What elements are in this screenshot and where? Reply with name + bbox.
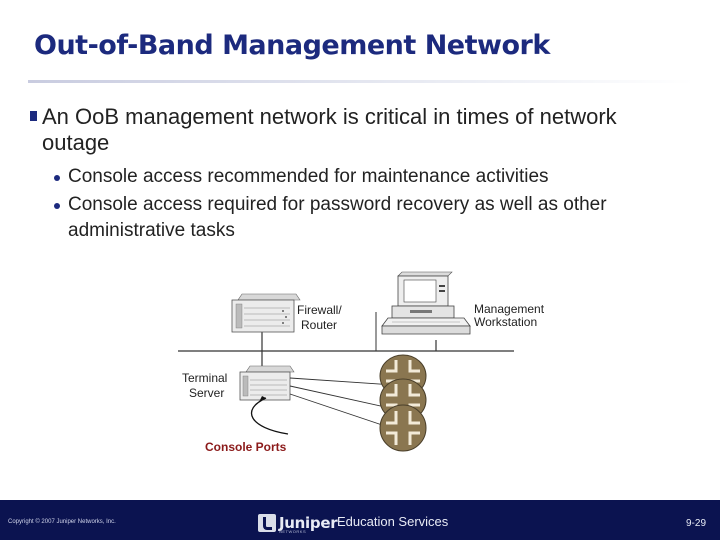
router-icon — [379, 404, 427, 452]
copyright-text: Copyright © 2007 Juniper Networks, Inc. — [8, 519, 116, 525]
bullet-main-text: An OoB management network is critical in… — [42, 104, 617, 155]
console-ports-label: Console Ports — [205, 440, 287, 454]
sub-bullet: Console access recommended for maintenan… — [30, 164, 690, 190]
firewall-router-icon — [231, 293, 301, 333]
workstation-label-line2: Workstation — [474, 315, 537, 329]
logo-subtext: NETWORKS — [279, 529, 307, 534]
terminal-label-line2: Server — [189, 386, 224, 400]
console-cable — [289, 385, 395, 410]
workstation-label-line1: Management — [474, 302, 545, 316]
console-cable — [289, 393, 395, 430]
workstation-icon — [381, 271, 471, 335]
logo-text: Juniper — [279, 514, 338, 532]
sub-bullet-text: Console access required for password rec… — [68, 194, 607, 241]
terminal-server-icon — [239, 365, 295, 401]
bullet-list: An OoB management network is critical in… — [30, 104, 690, 244]
sub-bullet: Console access required for password rec… — [30, 192, 690, 244]
console-cable — [289, 377, 395, 386]
education-services-label: Education Services — [337, 514, 449, 529]
footer-bar — [0, 500, 720, 540]
square-bullet-icon — [30, 111, 37, 121]
firewall-label-line1: Firewall/ — [297, 303, 342, 317]
slide-title: Out-of-Band Management Network — [34, 30, 550, 61]
juniper-logo-icon — [258, 514, 276, 532]
sub-bullet-text: Console access recommended for maintenan… — [68, 166, 549, 187]
juniper-logo: Juniper NETWORKS — [258, 512, 338, 534]
title-underline — [28, 80, 694, 83]
dot-bullet-icon — [54, 203, 60, 209]
router-stack — [379, 354, 427, 452]
firewall-label-line2: Router — [301, 318, 337, 332]
console-ports-arrow — [250, 397, 289, 435]
bullet-main: An OoB management network is critical in… — [30, 104, 690, 156]
arrowhead-icon — [259, 396, 266, 402]
oob-network-diagram: Firewall/ Router Terminal Server Console… — [178, 271, 545, 454]
dot-bullet-icon — [54, 175, 60, 181]
terminal-label-line1: Terminal — [182, 371, 227, 385]
page-number: 9-29 — [686, 518, 707, 529]
